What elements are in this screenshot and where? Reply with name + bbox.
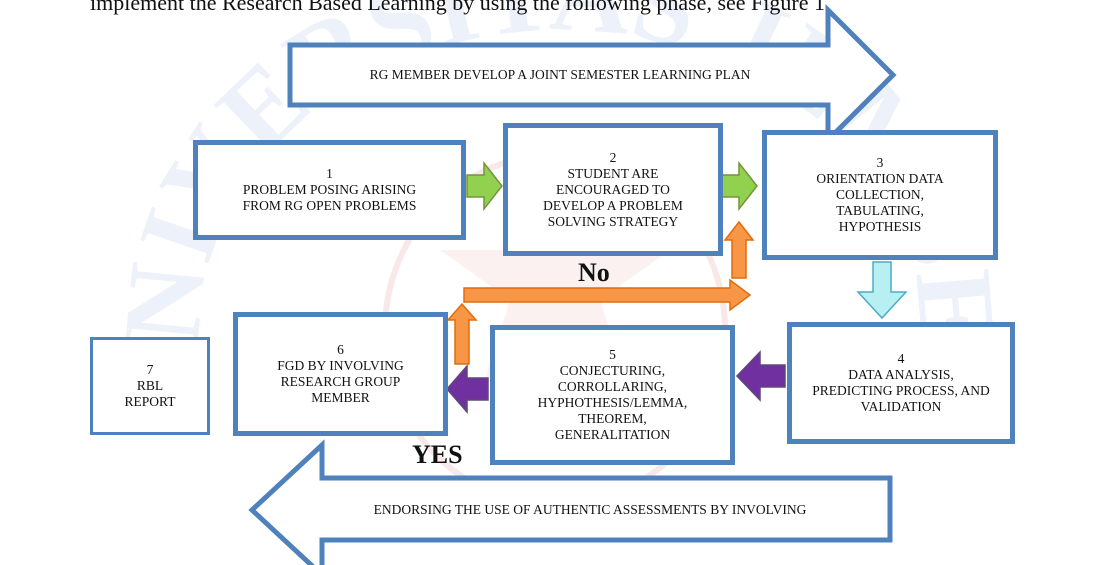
intro-paragraph: implement the Research Based Learning by… xyxy=(90,0,831,15)
step-2-box: 2 STUDENT ARE ENCOURAGED TO DEVELOP A PR… xyxy=(503,123,723,256)
purple-arrow-4-5 xyxy=(735,350,786,402)
purple-arrow-5-6 xyxy=(446,363,489,415)
orange-arrow-up-right xyxy=(723,220,755,279)
green-arrow-1-2 xyxy=(466,160,503,212)
step-6-label: FGD BY INVOLVING RESEARCH GROUP MEMBER xyxy=(277,358,404,405)
cyan-arrow-3-4 xyxy=(856,261,908,320)
top-banner-arrow xyxy=(287,3,897,147)
step-2-label: STUDENT ARE ENCOURAGED TO DEVELOP A PROB… xyxy=(543,165,683,229)
step-5-label: CONJECTURING, CORROLLARING, HYPHOTHESIS/… xyxy=(537,363,688,442)
bottom-banner-label: ENDORSING THE USE OF AUTHENTIC ASSESSMEN… xyxy=(373,502,807,517)
green-arrow-2-3 xyxy=(721,160,758,212)
step-4-label: DATA ANALYSIS, PREDICTING PROCESS, AND V… xyxy=(812,367,990,414)
no-label: No xyxy=(578,258,610,287)
step-6-box: 6 FGD BY INVOLVING RESEARCH GROUP MEMBER xyxy=(233,312,448,436)
yes-label: YES xyxy=(412,440,463,469)
orange-arrow-up-left xyxy=(446,302,478,365)
step-7-box: 7 RBL REPORT xyxy=(90,337,210,435)
step-2-number: 2 xyxy=(609,149,617,165)
step-3-label: ORIENTATION DATA COLLECTION, TABULATING,… xyxy=(816,171,944,234)
step-4-box: 4 DATA ANALYSIS, PREDICTING PROCESS, AND… xyxy=(787,322,1015,444)
step-7-label: RBL REPORT xyxy=(124,378,176,409)
step-3-number: 3 xyxy=(876,155,884,170)
step-1-number: 1 xyxy=(326,166,333,181)
step-5-box: 5 CONJECTURING, CORROLLARING, HYPHOTHESI… xyxy=(490,325,735,465)
top-banner-label: RG MEMBER DEVELOP A JOINT SEMESTER LEARN… xyxy=(369,67,751,82)
step-1-label: PROBLEM POSING ARISING FROM RG OPEN PROB… xyxy=(242,182,417,213)
orange-arrow-no xyxy=(463,278,752,312)
step-4-number: 4 xyxy=(897,351,905,366)
step-5-number: 5 xyxy=(609,347,616,362)
bottom-banner-arrow xyxy=(248,439,893,565)
step-1-box: 1 PROBLEM POSING ARISING FROM RG OPEN PR… xyxy=(193,140,466,240)
step-6-number: 6 xyxy=(337,342,344,357)
step-7-number: 7 xyxy=(146,362,154,377)
step-3-box: 3 ORIENTATION DATA COLLECTION, TABULATIN… xyxy=(762,130,998,260)
